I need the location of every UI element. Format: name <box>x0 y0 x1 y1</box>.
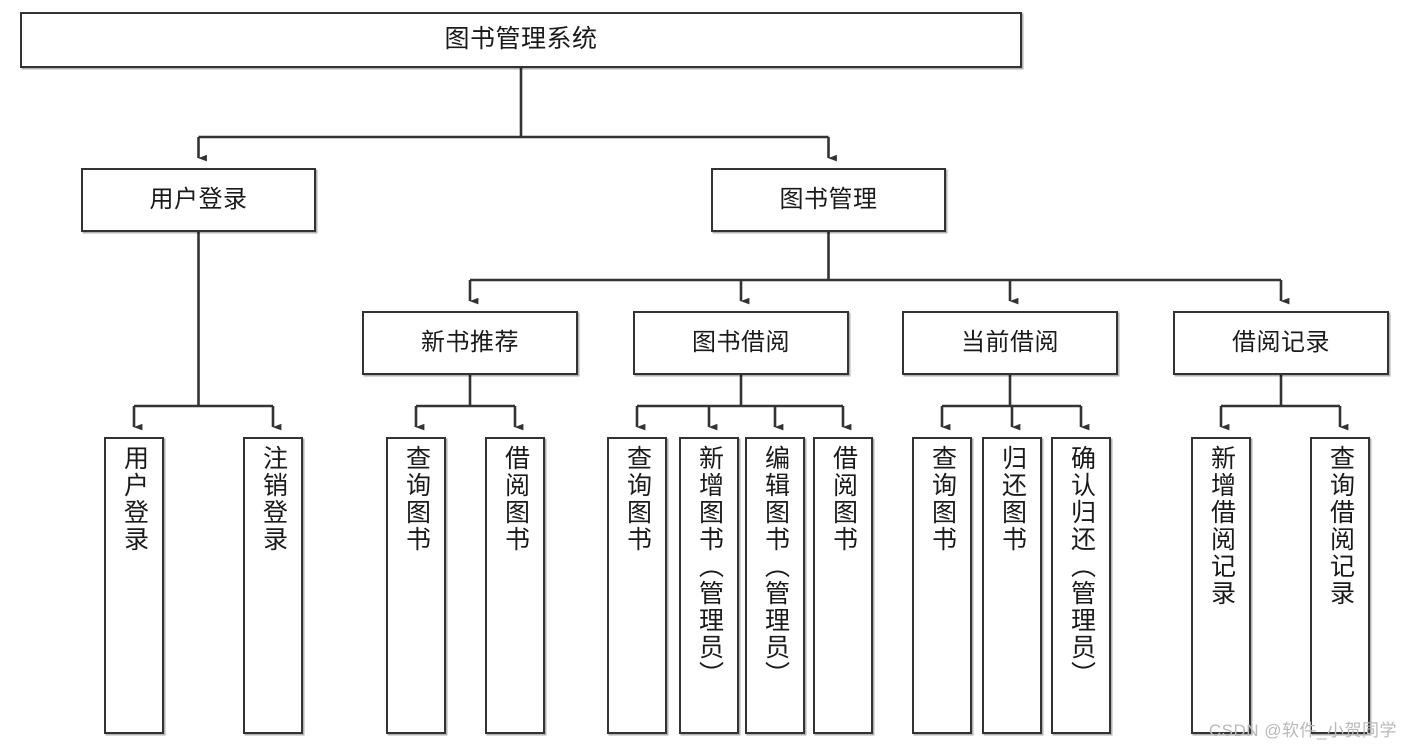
node-label-leaf-confirm-return: 确认归还（管理员） <box>1067 445 1096 688</box>
node-label-leaf-query-record: 查询借阅记录 <box>1326 445 1355 607</box>
node-label-leaf-user-logout: 注销登录 <box>259 445 288 553</box>
node-label-user-login: 用户登录 <box>149 185 248 213</box>
node-leaf-query-book-1[interactable]: 查询图书 <box>386 437 446 734</box>
node-borrow-record[interactable]: 借阅记录 <box>1173 311 1389 375</box>
node-leaf-add-book[interactable]: 新增图书（管理员） <box>679 437 739 734</box>
node-label-leaf-return-book: 归还图书 <box>998 445 1027 553</box>
node-label-new-book-rec: 新书推荐 <box>421 328 519 356</box>
node-book-manage[interactable]: 图书管理 <box>711 168 946 232</box>
node-label-borrow-record: 借阅记录 <box>1232 328 1330 356</box>
node-label-book-manage: 图书管理 <box>779 185 878 213</box>
node-label-root: 图书管理系统 <box>444 25 598 54</box>
node-label-leaf-add-record: 新增借阅记录 <box>1207 445 1236 607</box>
node-leaf-user-login[interactable]: 用户登录 <box>104 437 164 734</box>
node-root[interactable]: 图书管理系统 <box>20 12 1022 68</box>
node-label-current-borrow: 当前借阅 <box>961 328 1059 356</box>
node-book-borrow[interactable]: 图书借阅 <box>633 311 849 375</box>
node-label-leaf-query-book-2: 查询图书 <box>623 445 652 553</box>
node-label-leaf-edit-book: 编辑图书（管理员） <box>761 445 790 688</box>
node-current-borrow[interactable]: 当前借阅 <box>902 311 1118 375</box>
node-leaf-query-record[interactable]: 查询借阅记录 <box>1310 437 1370 734</box>
node-label-book-borrow: 图书借阅 <box>692 328 790 356</box>
node-leaf-query-book-3[interactable]: 查询图书 <box>912 437 972 734</box>
node-label-leaf-query-book-3: 查询图书 <box>928 445 957 553</box>
node-leaf-confirm-return[interactable]: 确认归还（管理员） <box>1051 437 1111 734</box>
node-leaf-user-logout[interactable]: 注销登录 <box>243 437 303 734</box>
node-label-leaf-add-book: 新增图书（管理员） <box>695 445 724 688</box>
node-leaf-borrow-book-2[interactable]: 借阅图书 <box>813 437 873 734</box>
node-label-leaf-borrow-book-2: 借阅图书 <box>829 445 858 553</box>
node-label-leaf-query-book-1: 查询图书 <box>402 445 431 553</box>
node-label-leaf-borrow-book-1: 借阅图书 <box>501 445 530 553</box>
node-leaf-borrow-book-1[interactable]: 借阅图书 <box>485 437 545 734</box>
node-user-login[interactable]: 用户登录 <box>81 168 316 232</box>
node-label-leaf-user-login: 用户登录 <box>120 445 149 553</box>
node-new-book-rec[interactable]: 新书推荐 <box>362 311 578 375</box>
node-leaf-query-book-2[interactable]: 查询图书 <box>607 437 667 734</box>
csdn-watermark: CSDN @软件_小贺同学 <box>1208 721 1397 740</box>
node-leaf-edit-book[interactable]: 编辑图书（管理员） <box>745 437 805 734</box>
node-leaf-add-record[interactable]: 新增借阅记录 <box>1191 437 1251 734</box>
node-leaf-return-book[interactable]: 归还图书 <box>982 437 1042 734</box>
